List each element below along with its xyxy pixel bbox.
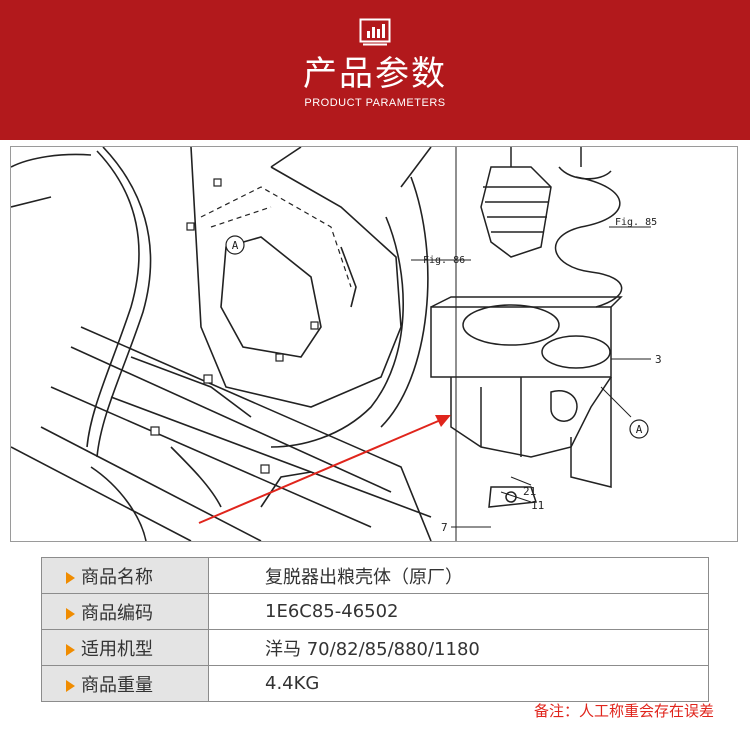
param-key: 商品编码 [81,602,153,624]
param-key: 商品名称 [81,566,153,588]
header-banner: 产品参数 PRODUCT PARAMETERS [0,0,750,140]
triangle-bullet-icon [66,571,75,584]
parts-diagram: A [10,146,738,542]
table-row: 商品重量 4.4KG [41,665,709,702]
part-3-label: 3 [655,353,662,366]
param-key-cell: 商品名称 [41,557,209,594]
pointer-arrowhead [435,415,451,427]
page-subtitle: PRODUCT PARAMETERS [304,97,446,109]
callout-a-left: A [232,239,239,252]
param-value: 复脱器出粮壳体（原厂） [208,557,709,594]
table-row: 商品编码 1E6C85-46502 [41,593,709,630]
params-table: 商品名称 复脱器出粮壳体（原厂） 商品编码 1E6C85-46502 适用机型 … [41,557,709,702]
param-key-cell: 适用机型 [41,629,209,666]
param-key: 商品重量 [81,674,153,696]
part-7-label: 7 [441,521,448,534]
figure-85-label: Fig. 85 [615,217,657,228]
parts-diagram-drawing: A [11,147,662,541]
weight-note: 备注：人工称重会存在误差 [533,702,714,720]
callout-a-right: A [636,423,643,436]
param-key: 适用机型 [81,638,153,660]
figure-86-label: Fig. 86 [423,255,465,266]
param-key-cell: 商品编码 [41,593,209,630]
param-key-cell: 商品重量 [41,665,209,702]
table-row: 适用机型 洋马 70/82/85/880/1180 [41,629,709,666]
triangle-bullet-icon [66,643,75,656]
param-value: 1E6C85-46502 [208,593,709,630]
triangle-bullet-icon [66,679,75,692]
pointer-arrow [198,418,444,524]
page-title: 产品参数 [303,54,447,94]
part-11-label: 11 [531,499,544,512]
table-row: 商品名称 复脱器出粮壳体（原厂） [41,557,709,594]
part-21-label: 21 [523,485,536,498]
param-value: 洋马 70/82/85/880/1180 [208,629,709,666]
bar-chart-icon [359,18,391,46]
triangle-bullet-icon [66,607,75,620]
param-value: 4.4KG [208,665,709,702]
